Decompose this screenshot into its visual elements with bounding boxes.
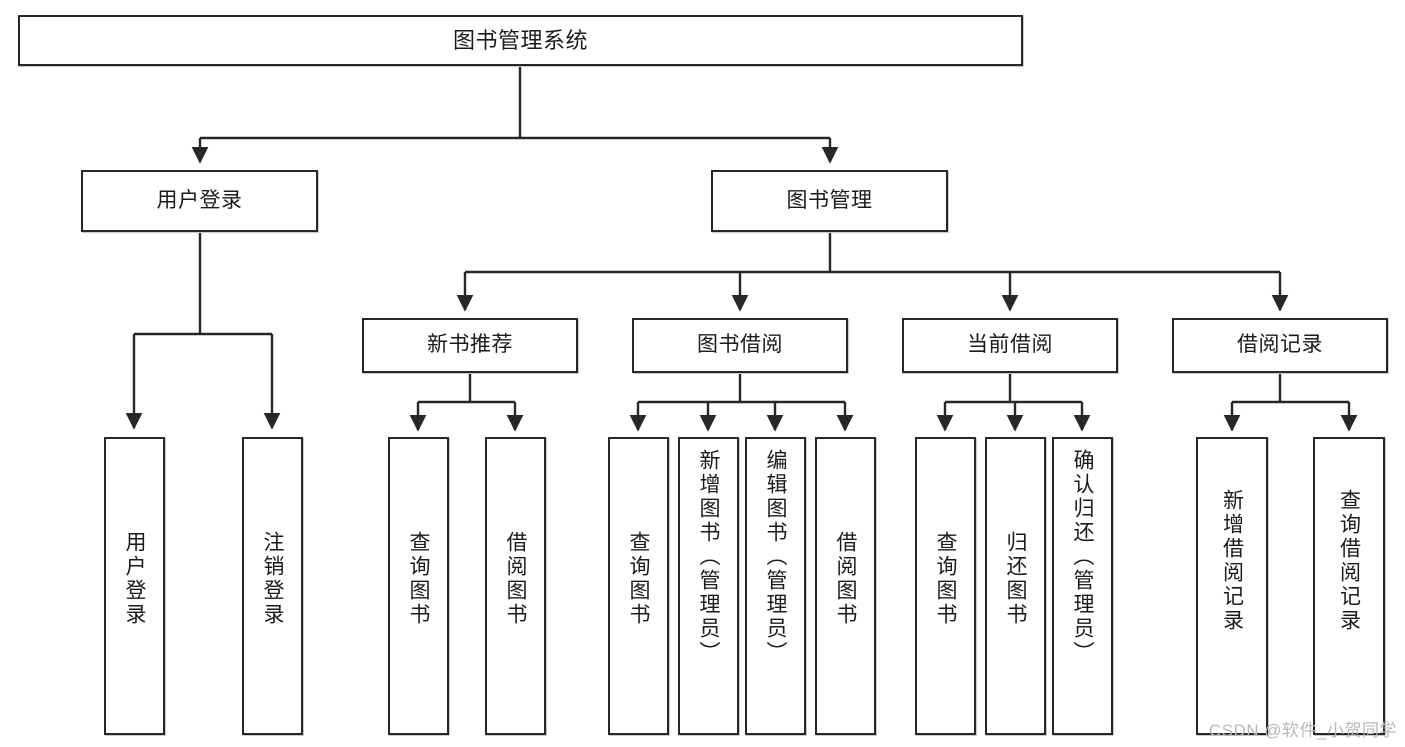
node-label: 注销登录 <box>261 531 284 627</box>
node-user-login[interactable]: 用户登录 <box>81 170 318 232</box>
leaf-current-borrow-return[interactable]: 归还图书 <box>985 437 1046 735</box>
leaf-book-borrow-add[interactable]: 新增图书（管理员） <box>678 437 739 735</box>
node-label: 新书推荐 <box>427 333 513 357</box>
leaf-current-borrow-query[interactable]: 查询图书 <box>915 437 976 735</box>
leaf-user-login-logout[interactable]: 注销登录 <box>242 437 303 735</box>
node-book-management[interactable]: 图书管理 <box>711 170 948 232</box>
node-book-borrow[interactable]: 图书借阅 <box>632 318 848 373</box>
node-label: 用户登录 <box>156 188 243 212</box>
node-label: 查询借阅记录 <box>1337 489 1361 633</box>
leaf-new-book-borrow[interactable]: 借阅图书 <box>485 437 546 735</box>
node-label: 编辑图书（管理员） <box>764 449 787 665</box>
node-label: 图书管理 <box>786 188 873 212</box>
node-label: 图书借阅 <box>697 333 783 357</box>
node-label: 借阅记录 <box>1237 333 1323 357</box>
leaf-book-borrow-edit[interactable]: 编辑图书（管理员） <box>745 437 806 735</box>
leaf-borrow-record-add[interactable]: 新增借阅记录 <box>1196 437 1268 735</box>
node-label: 查询图书 <box>407 531 430 627</box>
node-label: 借阅图书 <box>504 531 527 627</box>
node-label: 新增借阅记录 <box>1220 489 1244 633</box>
node-current-borrow[interactable]: 当前借阅 <box>902 318 1118 373</box>
node-label: 用户登录 <box>123 531 146 627</box>
leaf-current-borrow-confirm-return[interactable]: 确认归还（管理员） <box>1052 437 1113 735</box>
watermark: CSDN @软件_小贺同学 <box>1208 721 1397 740</box>
leaf-book-borrow-borrow[interactable]: 借阅图书 <box>815 437 876 735</box>
leaf-user-login-login[interactable]: 用户登录 <box>104 437 165 735</box>
node-root-book-management-system[interactable]: 图书管理系统 <box>18 15 1023 66</box>
node-label: 查询图书 <box>627 531 650 627</box>
node-label: 借阅图书 <box>834 531 857 627</box>
node-new-book-recommend[interactable]: 新书推荐 <box>362 318 578 373</box>
node-label: 新增图书（管理员） <box>697 449 720 665</box>
node-label: 图书管理系统 <box>452 27 588 53</box>
node-label: 查询图书 <box>934 531 957 627</box>
node-borrow-record[interactable]: 借阅记录 <box>1172 318 1388 373</box>
node-label: 确认归还（管理员） <box>1071 449 1094 665</box>
node-label: 当前借阅 <box>967 333 1053 357</box>
leaf-book-borrow-query[interactable]: 查询图书 <box>608 437 669 735</box>
leaf-borrow-record-query[interactable]: 查询借阅记录 <box>1313 437 1385 735</box>
leaf-new-book-query[interactable]: 查询图书 <box>388 437 449 735</box>
node-label: 归还图书 <box>1004 531 1027 627</box>
